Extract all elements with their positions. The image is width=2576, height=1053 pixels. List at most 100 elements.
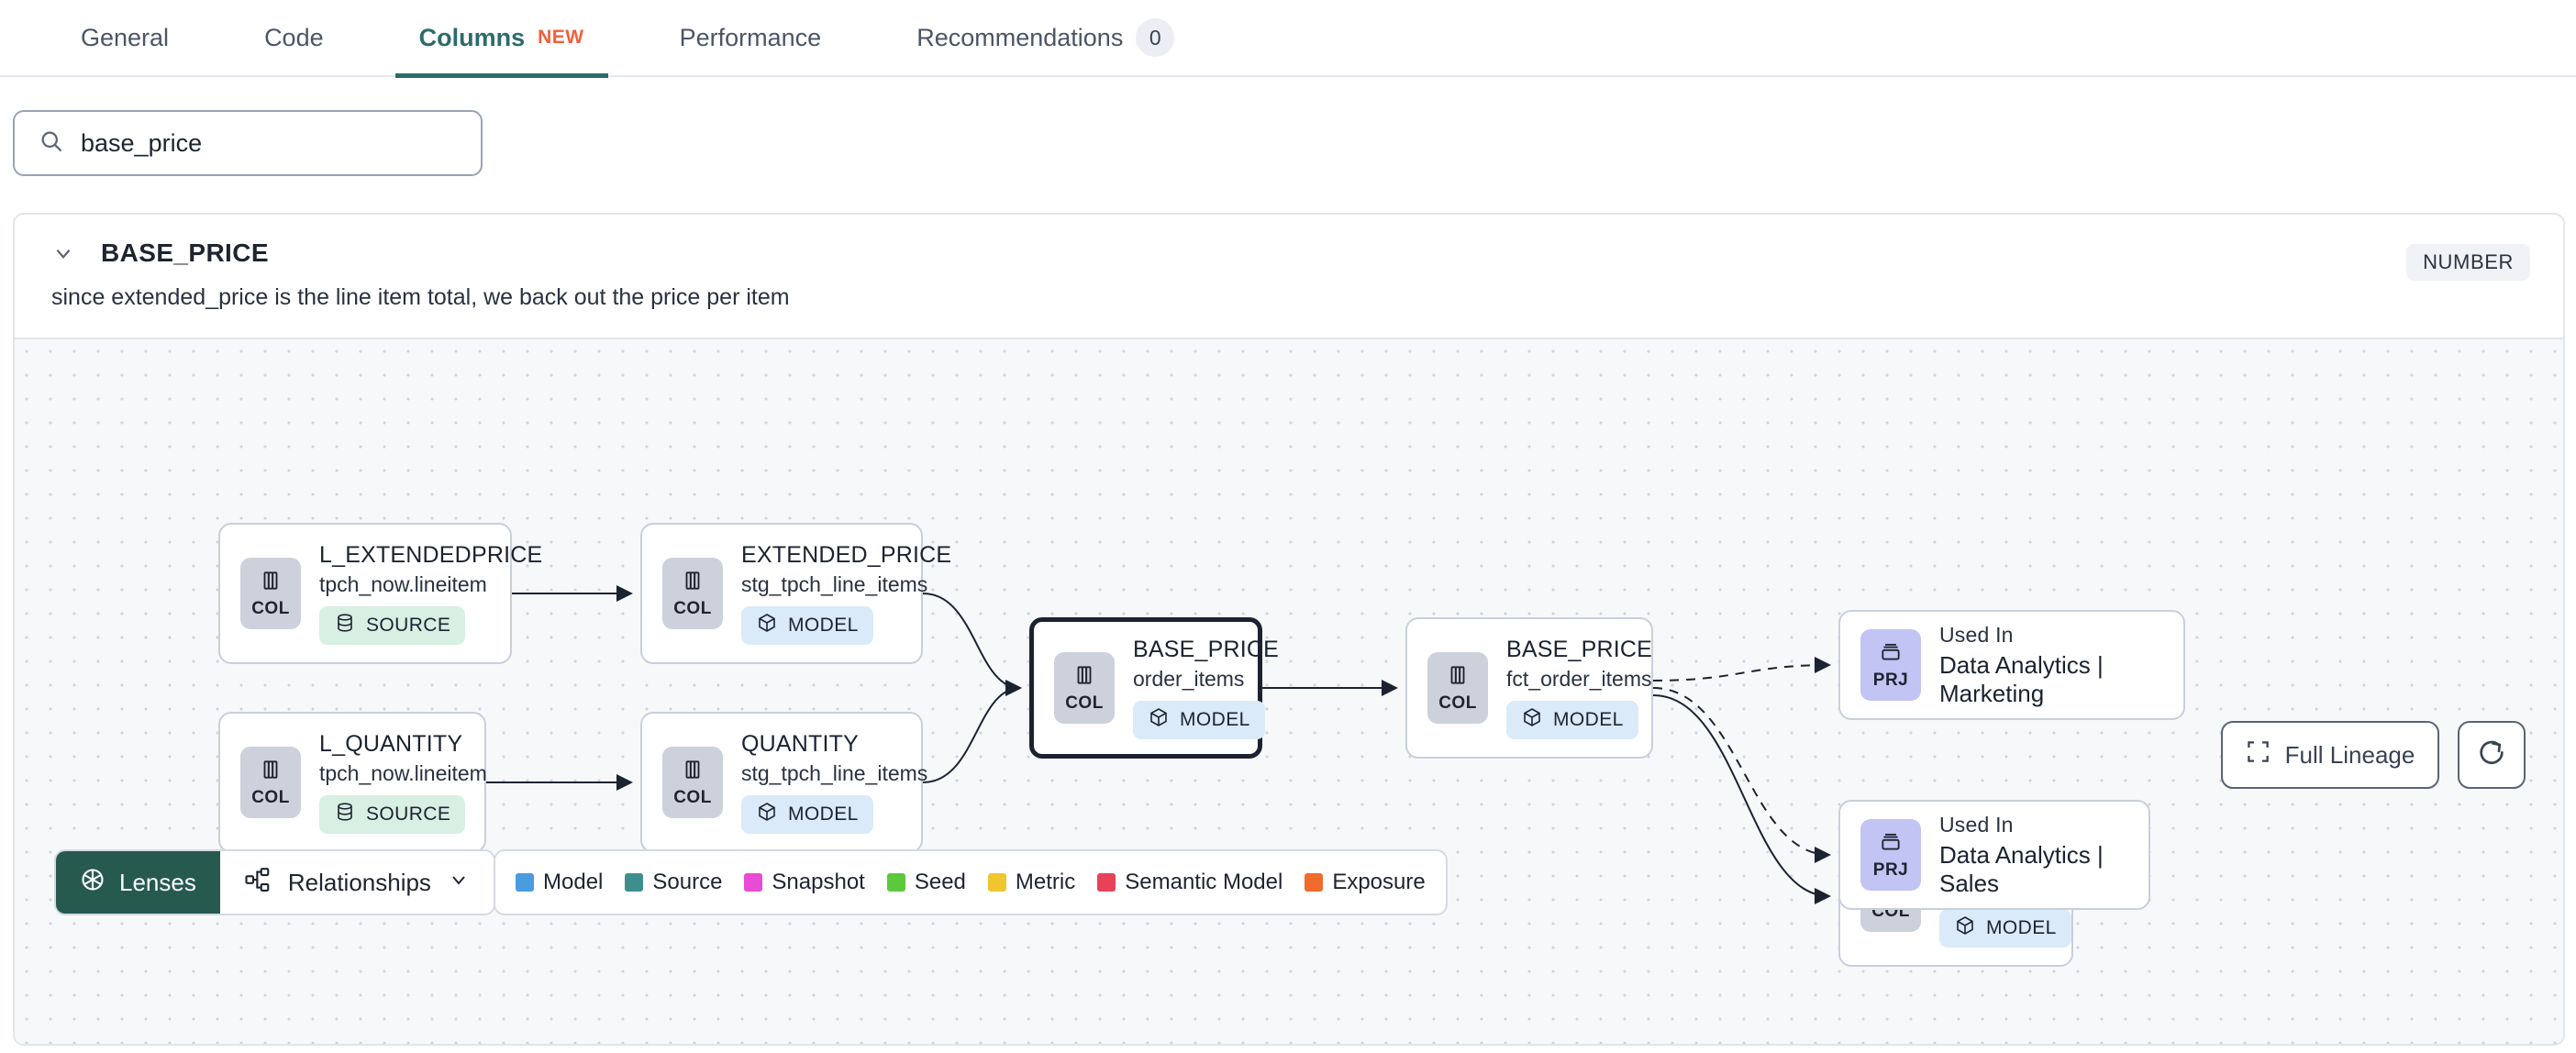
search-box[interactable] <box>13 110 483 176</box>
refresh-button[interactable] <box>2458 721 2526 789</box>
page-title: BASE_PRICE <box>101 238 269 267</box>
full-lineage-button[interactable]: Full Lineage <box>2221 721 2439 789</box>
tab-count-badge: 0 <box>1136 18 1175 57</box>
lens-toolbar: Lenses Relationships <box>54 849 495 915</box>
tab-label: Performance <box>679 23 822 51</box>
tab-performance[interactable]: Performance <box>656 0 846 76</box>
refresh-icon <box>2477 738 2506 772</box>
legend-label: Metric <box>1015 870 1076 894</box>
aperture-icon <box>80 867 105 899</box>
node-title: EXTENDED_PRICE <box>741 542 952 568</box>
node-subtitle: tpch_now.lineitem <box>319 572 487 596</box>
lenses-label: Lenses <box>119 868 196 896</box>
lenses-button[interactable]: Lenses <box>56 851 220 914</box>
node-body: Used In Data Analytics | Marketing <box>1939 623 2163 708</box>
node-title: L_EXTENDEDPRICE <box>319 542 543 568</box>
node-subtitle: Data Analytics | Sales <box>1939 840 2104 897</box>
legend-label: Source <box>652 870 723 894</box>
chevron-down-icon[interactable] <box>50 239 77 267</box>
legend-swatch <box>625 873 644 892</box>
legend-item-model[interactable]: Model <box>516 870 603 895</box>
node-subtitle: Data Analytics | Marketing <box>1939 650 2104 707</box>
lineage-edges <box>486 585 1831 904</box>
node-type-tag: SOURCE <box>319 606 466 645</box>
search-input[interactable] <box>81 128 457 158</box>
cube-icon <box>1954 914 1976 942</box>
legend-item-source[interactable]: Source <box>625 870 722 895</box>
legend-swatch <box>886 873 905 892</box>
tab-label: General <box>81 23 170 51</box>
hierarchy-icon <box>244 866 272 900</box>
legend-item-exposure[interactable]: Exposure <box>1305 870 1426 895</box>
node-subtitle: stg_tpch_line_items <box>741 572 928 596</box>
expand-corners-icon <box>2246 739 2271 770</box>
column-type-badge: NUMBER <box>2406 244 2530 281</box>
legend-swatch <box>1097 873 1116 892</box>
column-icon <box>259 569 283 597</box>
node-type-tag: MODEL <box>1133 701 1265 739</box>
database-icon <box>334 612 356 639</box>
lineage-node-prj_marketing[interactable]: PRJ Used In Data Analytics | Marketing <box>1838 610 2185 720</box>
node-type-tag-label: MODEL <box>788 615 859 636</box>
column-icon <box>681 569 705 597</box>
node-type-tag-label: MODEL <box>1986 917 2057 938</box>
tab-bar: General Code Columns NEW Performance Recommen… <box>0 0 2576 78</box>
legend-item-snapshot[interactable]: Snapshot <box>744 870 865 895</box>
node-type-tag: MODEL <box>741 606 873 645</box>
tab-code[interactable]: Code <box>240 0 348 76</box>
legend-label: Exposure <box>1332 870 1426 894</box>
node-kind-label: COL <box>673 598 712 618</box>
node-kind-label: COL <box>1065 693 1104 713</box>
cube-icon <box>1521 706 1543 734</box>
legend-swatch <box>516 873 534 892</box>
node-kind-label: PRJ <box>1872 670 1909 690</box>
node-type-tag-label: SOURCE <box>366 615 451 636</box>
node-title: Used In <box>1939 622 2014 647</box>
cube-icon <box>756 612 778 639</box>
project-icon <box>1879 830 1903 859</box>
node-kind-badge: COL <box>662 558 723 629</box>
node-kind-label: COL <box>673 787 712 807</box>
node-subtitle: stg_tpch_line_items <box>741 761 928 785</box>
node-kind-badge: COL <box>1054 652 1115 724</box>
legend-swatch <box>1305 873 1324 892</box>
tab-label: Recommendations <box>916 23 1124 51</box>
legend-swatch <box>987 873 1006 892</box>
tab-label: Columns <box>418 23 526 51</box>
legend-label: Semantic Model <box>1125 870 1283 894</box>
node-type-tag: MODEL <box>741 795 873 834</box>
column-icon <box>1446 663 1470 692</box>
node-kind-badge: PRJ <box>1860 819 1921 891</box>
tab-columns[interactable]: Columns NEW <box>394 0 608 78</box>
legend-item-metric[interactable]: Metric <box>987 870 1076 895</box>
legend-item-semantic-model[interactable]: Semantic Model <box>1097 870 1282 895</box>
tab-new-badge: NEW <box>538 27 584 48</box>
tab-recommendations[interactable]: Recommendations 0 <box>893 0 1198 76</box>
node-subtitle: fct_order_items <box>1506 667 1652 691</box>
project-icon <box>1879 640 1903 669</box>
column-icon <box>259 758 283 786</box>
node-title: BASE_PRICE <box>1133 637 1280 662</box>
node-type-legend: Model Source Snapshot Seed Metric Semantic Mo… <box>494 849 1448 915</box>
legend-item-seed[interactable]: Seed <box>886 870 966 895</box>
node-kind-label: COL <box>251 598 290 618</box>
legend-label: Seed <box>914 870 966 894</box>
legend-label: Snapshot <box>772 870 865 894</box>
chevron-down-icon <box>448 869 470 897</box>
tab-general[interactable]: General <box>57 0 193 76</box>
relationships-dropdown[interactable]: Relationships <box>219 851 494 914</box>
tab-label: Code <box>264 23 324 51</box>
cube-icon <box>1148 706 1170 734</box>
